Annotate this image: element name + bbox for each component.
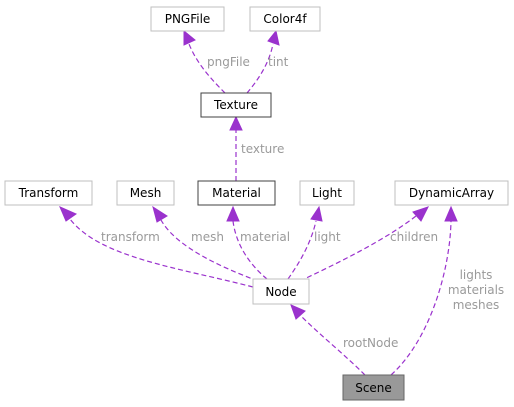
edge-node-light bbox=[287, 205, 323, 280]
edge-label-meshes: meshes bbox=[453, 298, 500, 312]
node-texture[interactable]: Texture bbox=[200, 92, 272, 118]
edge-label-pngfile: pngFile bbox=[207, 55, 250, 69]
edge-scene-dynamicarray bbox=[390, 205, 458, 376]
edge-node-material bbox=[226, 205, 268, 280]
node-mesh[interactable]: Mesh bbox=[116, 180, 175, 206]
edge-label-children: children bbox=[390, 230, 438, 244]
edge-label-transform: transform bbox=[101, 230, 160, 244]
edge-node-transform bbox=[59, 206, 254, 288]
node-label-light: Light bbox=[312, 186, 342, 200]
node-label-material: Material bbox=[212, 186, 261, 200]
node-label-color4f: Color4f bbox=[263, 12, 307, 26]
node-label-texture: Texture bbox=[213, 98, 258, 112]
edge-texture-pngfile bbox=[183, 29, 226, 94]
edge-scene-node bbox=[290, 304, 366, 376]
node-color4f[interactable]: Color4f bbox=[249, 6, 321, 32]
edge-texture-color4f bbox=[246, 29, 280, 94]
node-label-mesh: Mesh bbox=[130, 186, 162, 200]
node-label-node: Node bbox=[265, 285, 296, 299]
node-scene[interactable]: Scene bbox=[342, 374, 405, 401]
node-material[interactable]: Material bbox=[197, 180, 276, 206]
edge-label-lights: lights bbox=[460, 268, 493, 282]
node-label-transform: Transform bbox=[18, 186, 79, 200]
node-node[interactable]: Node bbox=[252, 278, 310, 305]
node-pngfile[interactable]: PNGFile bbox=[150, 6, 225, 32]
edge-node-dynamicarray bbox=[299, 206, 429, 282]
node-transform[interactable]: Transform bbox=[4, 180, 93, 206]
edge-label-tint: tint bbox=[268, 55, 289, 69]
node-label-scene: Scene bbox=[355, 381, 392, 395]
edge-label-mesh: mesh bbox=[191, 230, 224, 244]
edge-label-material: material bbox=[240, 230, 290, 244]
node-label-dynamicarray: DynamicArray bbox=[409, 186, 494, 200]
node-dynamicarray[interactable]: DynamicArray bbox=[394, 180, 509, 206]
edge-label-materials: materials bbox=[448, 283, 504, 297]
edge-node-mesh bbox=[152, 205, 259, 282]
node-light[interactable]: Light bbox=[299, 180, 355, 206]
node-label-pngfile: PNGFile bbox=[165, 12, 211, 26]
edge-material-texture bbox=[229, 115, 243, 181]
edge-label-texture: texture bbox=[241, 142, 284, 156]
edge-label-light: light bbox=[314, 230, 341, 244]
edge-label-rootnode: rootNode bbox=[343, 336, 398, 350]
